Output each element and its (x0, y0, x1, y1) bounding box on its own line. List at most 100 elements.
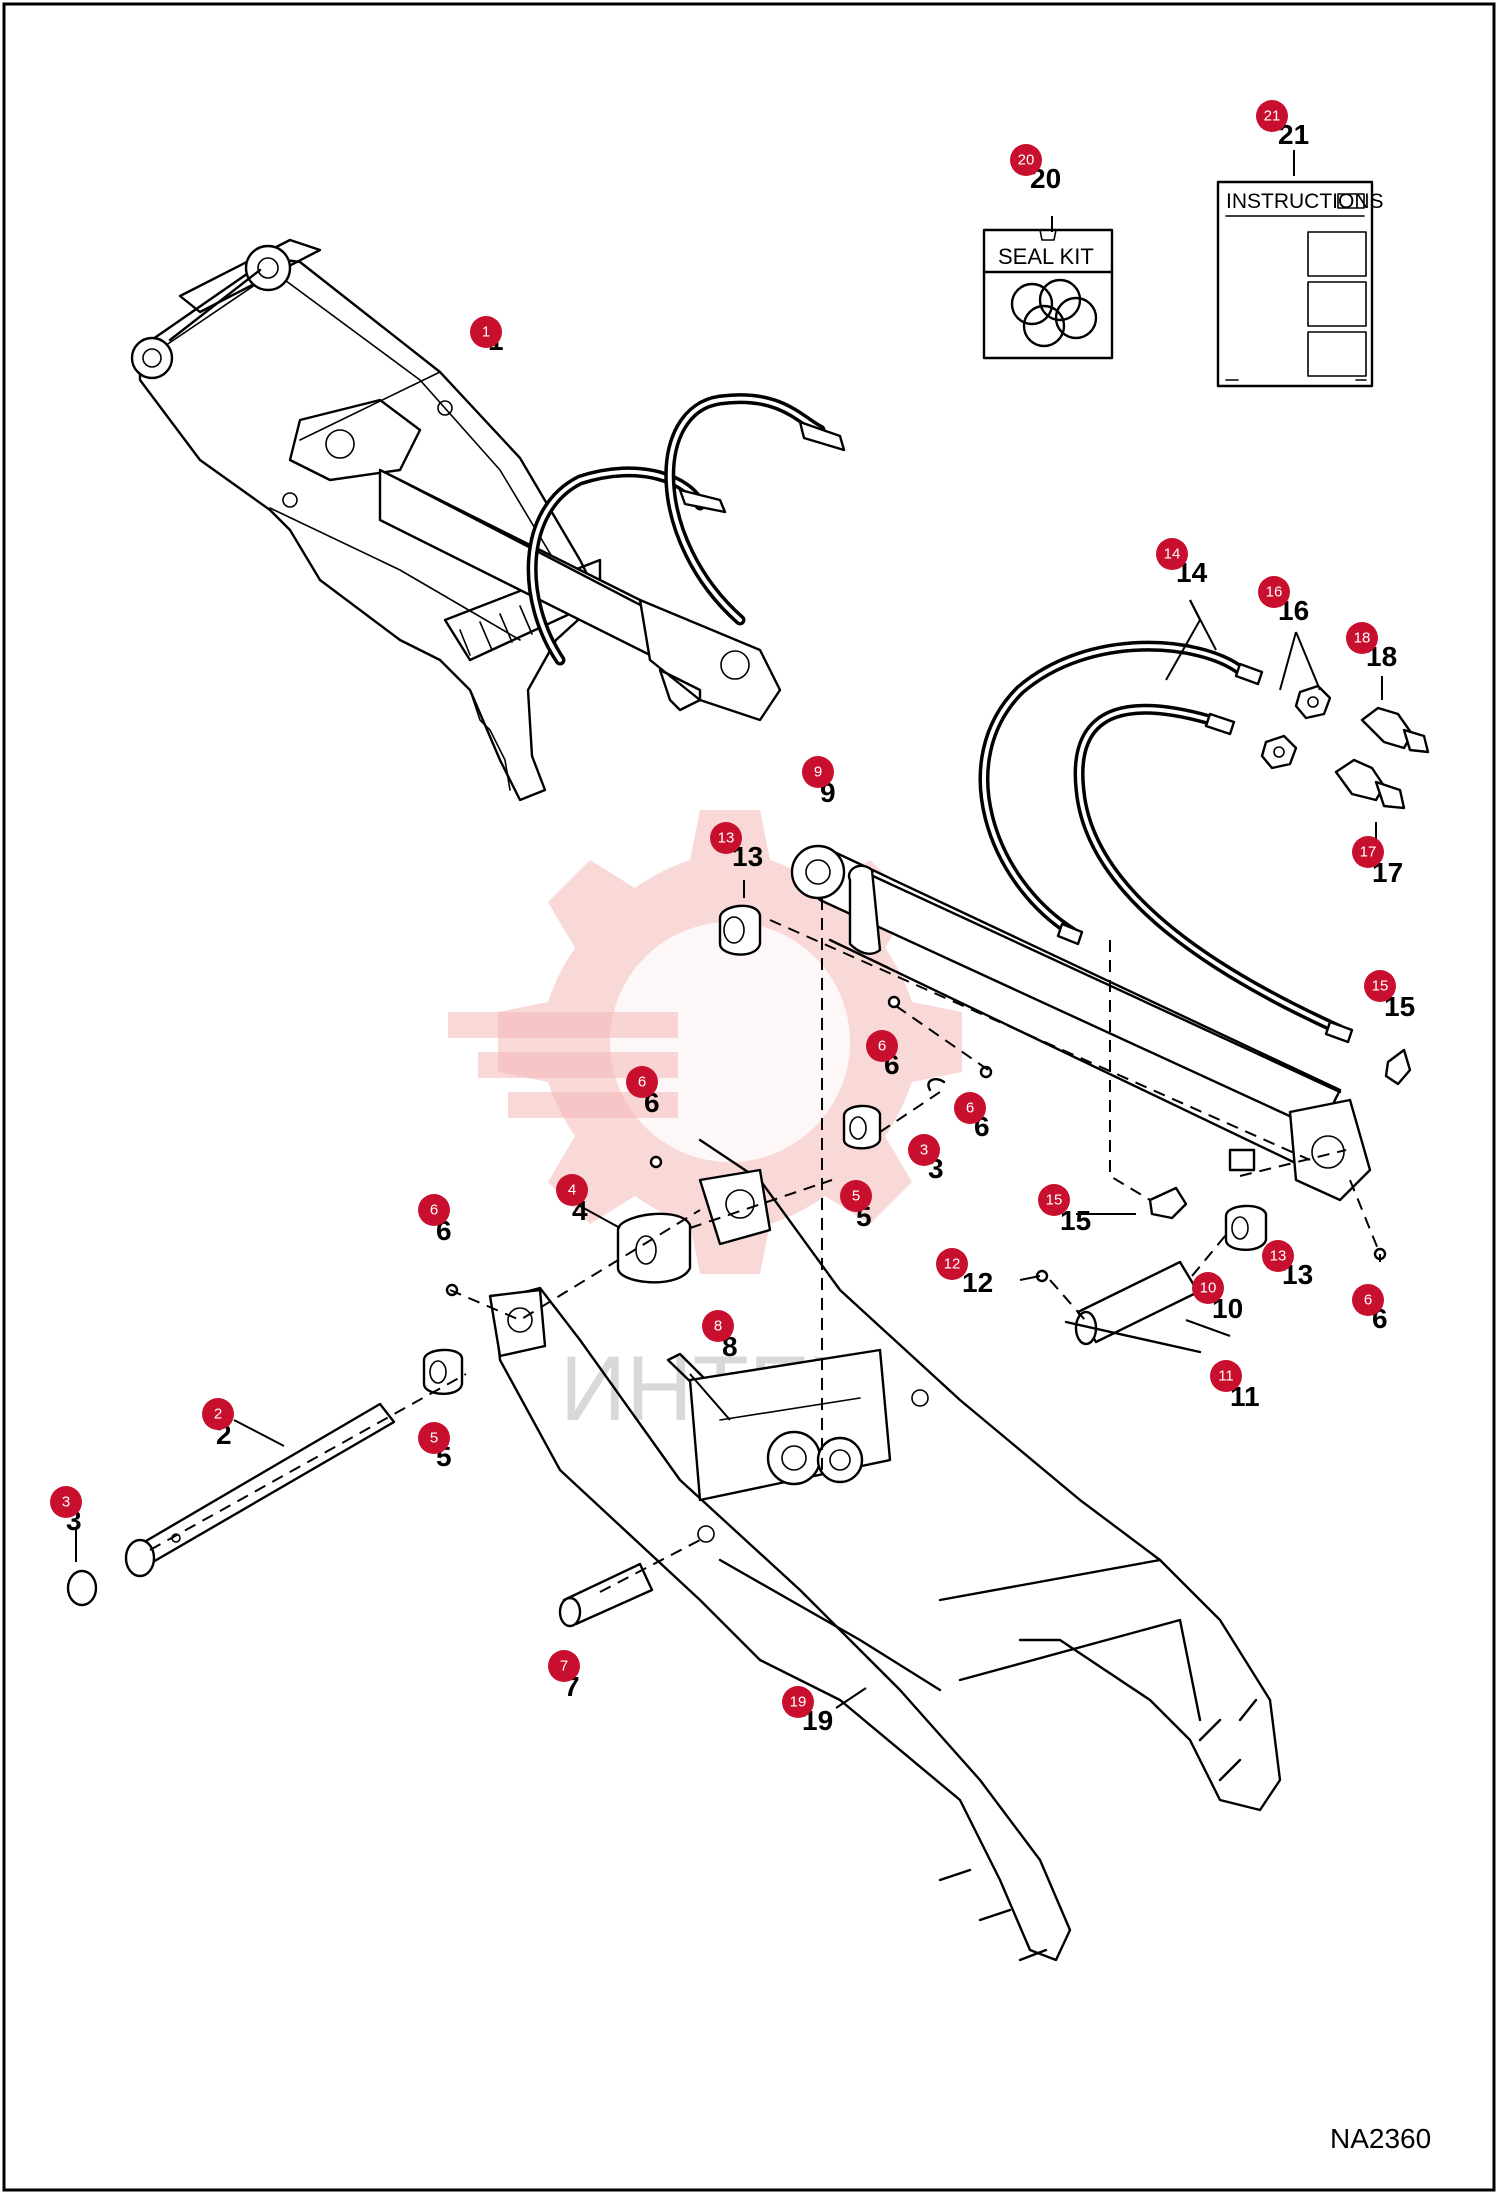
badge-circle (954, 1092, 986, 1124)
seal-kit: SEAL KIT (982, 228, 1114, 360)
hydraulic-cylinder (790, 844, 1372, 1202)
badge-number: 11 (1218, 1368, 1234, 1385)
badge-number: 1 (482, 324, 490, 341)
callout-badge-c15b: 15 (1038, 1184, 1070, 1216)
callout-badge-c6a: 6 (418, 1194, 450, 1226)
badge-number: 20 (1018, 152, 1035, 169)
badge-number: 4 (568, 1182, 576, 1199)
figure-reference: NA2360 (1330, 2123, 1431, 2154)
badge-number: 6 (878, 1038, 886, 1055)
badge-number: 3 (62, 1494, 70, 1511)
badge-circle (470, 316, 502, 348)
badge-number: 21 (1264, 108, 1281, 125)
badge-circle (840, 1180, 872, 1212)
leader-lines (75, 150, 1383, 1709)
badge-number: 6 (430, 1202, 438, 1219)
badge-circle (1038, 1184, 1070, 1216)
callout-badge-c13b: 13 (1262, 1240, 1294, 1272)
badge-circle (1210, 1360, 1242, 1392)
badge-number: 2 (214, 1406, 222, 1423)
callout-badge-c11: 11 (1210, 1360, 1242, 1392)
badge-circle (1258, 576, 1290, 608)
badge-number: 10 (1200, 1280, 1217, 1297)
badge-number: 18 (1354, 630, 1371, 647)
badge-number: 16 (1266, 584, 1283, 601)
badge-number: 7 (560, 1658, 568, 1675)
badge-circle (1010, 144, 1042, 176)
badge-circle (802, 756, 834, 788)
fittings (1148, 684, 1430, 1220)
grapple-frame (488, 1138, 1282, 1962)
badge-number: 14 (1164, 546, 1181, 563)
callout-badge-c8: 8 (702, 1310, 734, 1342)
badge-circle (908, 1134, 940, 1166)
callout-badge-c3a: 3 (50, 1486, 82, 1518)
badge-circle (1364, 970, 1396, 1002)
callout-badge-c20: 20 (1010, 144, 1042, 176)
badge-number: 17 (1360, 844, 1377, 861)
badge-circle (1192, 1272, 1224, 1304)
badge-circle (702, 1310, 734, 1342)
badge-circle (626, 1066, 658, 1098)
badge-number: 12 (944, 1256, 961, 1273)
badge-circle (548, 1650, 580, 1682)
badge-circle (1352, 1284, 1384, 1316)
callout-badge-c18: 18 (1346, 622, 1378, 654)
assembly-lines (149, 898, 1381, 1593)
watermark-logo: ИНТЕХ (448, 810, 962, 1440)
callout-layer: 1122333344555566666666667788991010111112… (50, 100, 1415, 1736)
badge-number: 8 (714, 1318, 722, 1335)
badge-number: 5 (430, 1430, 438, 1447)
badge-number: 13 (1270, 1248, 1287, 1265)
callout-badge-c5b: 5 (840, 1180, 872, 1212)
badge-circle (1256, 100, 1288, 132)
callout-badge-c13a: 13 (710, 822, 742, 854)
callout-badge-c9: 9 (802, 756, 834, 788)
callout-badge-c7: 7 (548, 1650, 580, 1682)
callout-badge-c17: 17 (1352, 836, 1384, 868)
badge-number: 15 (1046, 1192, 1063, 1209)
callout-badge-c14: 14 (1156, 538, 1188, 570)
callout-badge-c19: 19 (782, 1686, 814, 1718)
badge-number: 19 (790, 1694, 807, 1711)
badge-circle (866, 1030, 898, 1062)
badge-number: 13 (718, 830, 735, 847)
callout-badge-c6d: 6 (954, 1092, 986, 1124)
callout-badge-c4: 4 (556, 1174, 588, 1206)
callout-badge-c5a: 5 (418, 1422, 450, 1454)
badge-circle (202, 1398, 234, 1430)
callout-badge-c2: 2 (202, 1398, 234, 1430)
badge-circle (1346, 622, 1378, 654)
callout-badge-c6b: 6 (626, 1066, 658, 1098)
badge-circle (50, 1486, 82, 1518)
hydraulic-hoses (978, 640, 1354, 1044)
callout-badge-c12: 12 (936, 1248, 968, 1280)
badge-number: 5 (852, 1188, 860, 1205)
badge-circle (1352, 836, 1384, 868)
badge-number: 15 (1372, 978, 1389, 995)
callout-badge-c15a: 15 (1364, 970, 1396, 1002)
badge-number: 3 (920, 1142, 928, 1159)
callout-badge-c21: 21 (1256, 100, 1288, 132)
badge-circle (710, 822, 742, 854)
callout-badge-c3b: 3 (908, 1134, 940, 1166)
badge-circle (936, 1248, 968, 1280)
badge-circle (556, 1174, 588, 1206)
part-number-c12: 12 (962, 1267, 993, 1298)
callout-badge-c10: 10 (1192, 1272, 1224, 1304)
seal-kit-label: SEAL KIT (998, 244, 1094, 269)
badge-number: 6 (1364, 1292, 1372, 1309)
badge-circle (1262, 1240, 1294, 1272)
badge-number: 6 (966, 1100, 974, 1117)
grapple-assembly (130, 238, 846, 802)
badge-circle (418, 1194, 450, 1226)
badge-circle (782, 1686, 814, 1718)
badge-circle (418, 1422, 450, 1454)
callout-badge-c6e: 6 (1352, 1284, 1384, 1316)
badge-number: 6 (638, 1074, 646, 1091)
callout-badge-c16: 16 (1258, 576, 1290, 608)
badge-circle (1156, 538, 1188, 570)
callout-badge-c6c: 6 (866, 1030, 898, 1062)
